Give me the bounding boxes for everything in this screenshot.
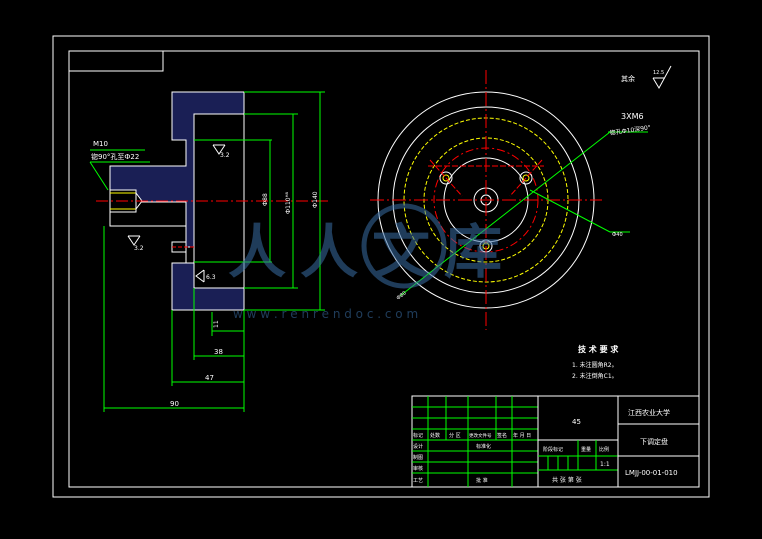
dim-phi140: Ф140 xyxy=(312,191,319,208)
tb-label: 制图 xyxy=(413,454,423,461)
tb-material: 45 xyxy=(572,418,581,426)
tech-req-item: 1. 未注圆角R2。 xyxy=(572,361,618,369)
tb-label: 设计 xyxy=(413,443,423,450)
dim-38: 38 xyxy=(214,348,223,356)
tech-req-item: 2. 未注倒角C1。 xyxy=(572,372,618,380)
title-block xyxy=(411,395,700,488)
tb-label: 分 区 xyxy=(449,432,461,439)
tb-label: 工艺 xyxy=(413,478,423,484)
pcd-label-2: Ф80 xyxy=(396,290,408,301)
pcd-label: Ф40 xyxy=(612,232,623,238)
tb-label: 重量 xyxy=(581,446,591,453)
tb-label: 审核 xyxy=(413,465,423,472)
tb-label: 更改文件号 xyxy=(469,432,492,439)
tapped-hole-pattern xyxy=(439,171,533,253)
tb-label: 签名 xyxy=(497,432,507,439)
tb-label: 标记 xyxy=(413,432,423,439)
tb-label: 处数 xyxy=(430,432,440,439)
thread-callout: M10 xyxy=(93,140,108,148)
tb-label: 共 张 第 张 xyxy=(552,476,582,484)
dim-90: 90 xyxy=(170,400,179,408)
tech-req-title: 技 术 要 求 xyxy=(578,344,619,354)
title-block-text: 标记 处数 分 区 更改文件号 签名 年 月 日 设计 制图 审核 工艺 标准化… xyxy=(413,408,678,484)
section-view xyxy=(96,91,330,311)
tb-label: 标准化 xyxy=(476,443,491,450)
tb-part-name: 下调定盘 xyxy=(640,437,668,446)
watermark-main: 人人文库 xyxy=(228,218,516,286)
roughness-rest-icon xyxy=(652,65,672,90)
watermark-url: w w w . r e n r e n d o c . c o m xyxy=(233,307,418,321)
tb-scale: 1:1 xyxy=(600,461,610,468)
dim-11: 11 xyxy=(213,320,220,328)
end-view xyxy=(370,70,648,330)
counterbore-callout: 锪90°孔至Ф22 xyxy=(91,152,139,161)
inner-border xyxy=(68,50,700,488)
roughness-rest-value: 12.5 xyxy=(653,70,664,76)
tb-school: 江西农业大学 xyxy=(628,408,670,417)
dim-phi88: Ф88 xyxy=(262,193,269,206)
hole-callout: 3XM6 xyxy=(621,112,644,121)
tb-label: 比例 xyxy=(599,446,609,453)
outer-border xyxy=(52,35,710,498)
tb-label: 批 准 xyxy=(476,477,488,484)
section-dimensions xyxy=(89,91,325,412)
roughness-value: 3.2 xyxy=(134,245,144,252)
top-left-code-box xyxy=(68,50,164,72)
roughness-value: 6.3 xyxy=(206,274,216,281)
roughness-value: 3.2 xyxy=(220,152,230,159)
watermark: 人人文库 w w w . r e n r e n d o c . c o m xyxy=(228,203,516,321)
dim-47: 47 xyxy=(205,374,214,382)
roughness-symbol xyxy=(127,144,226,283)
tb-label: 阶段标记 xyxy=(543,446,563,453)
dim-phi110: Ф110ᴴ⁸ xyxy=(285,192,292,214)
tb-label: 年 月 日 xyxy=(513,432,531,439)
tb-drawing-no: LMJJ-00-01-010 xyxy=(625,469,678,477)
roughness-rest-label: 其余 xyxy=(621,74,635,83)
hole-callout-sub: 锪孔Ф10深90° xyxy=(609,123,651,137)
